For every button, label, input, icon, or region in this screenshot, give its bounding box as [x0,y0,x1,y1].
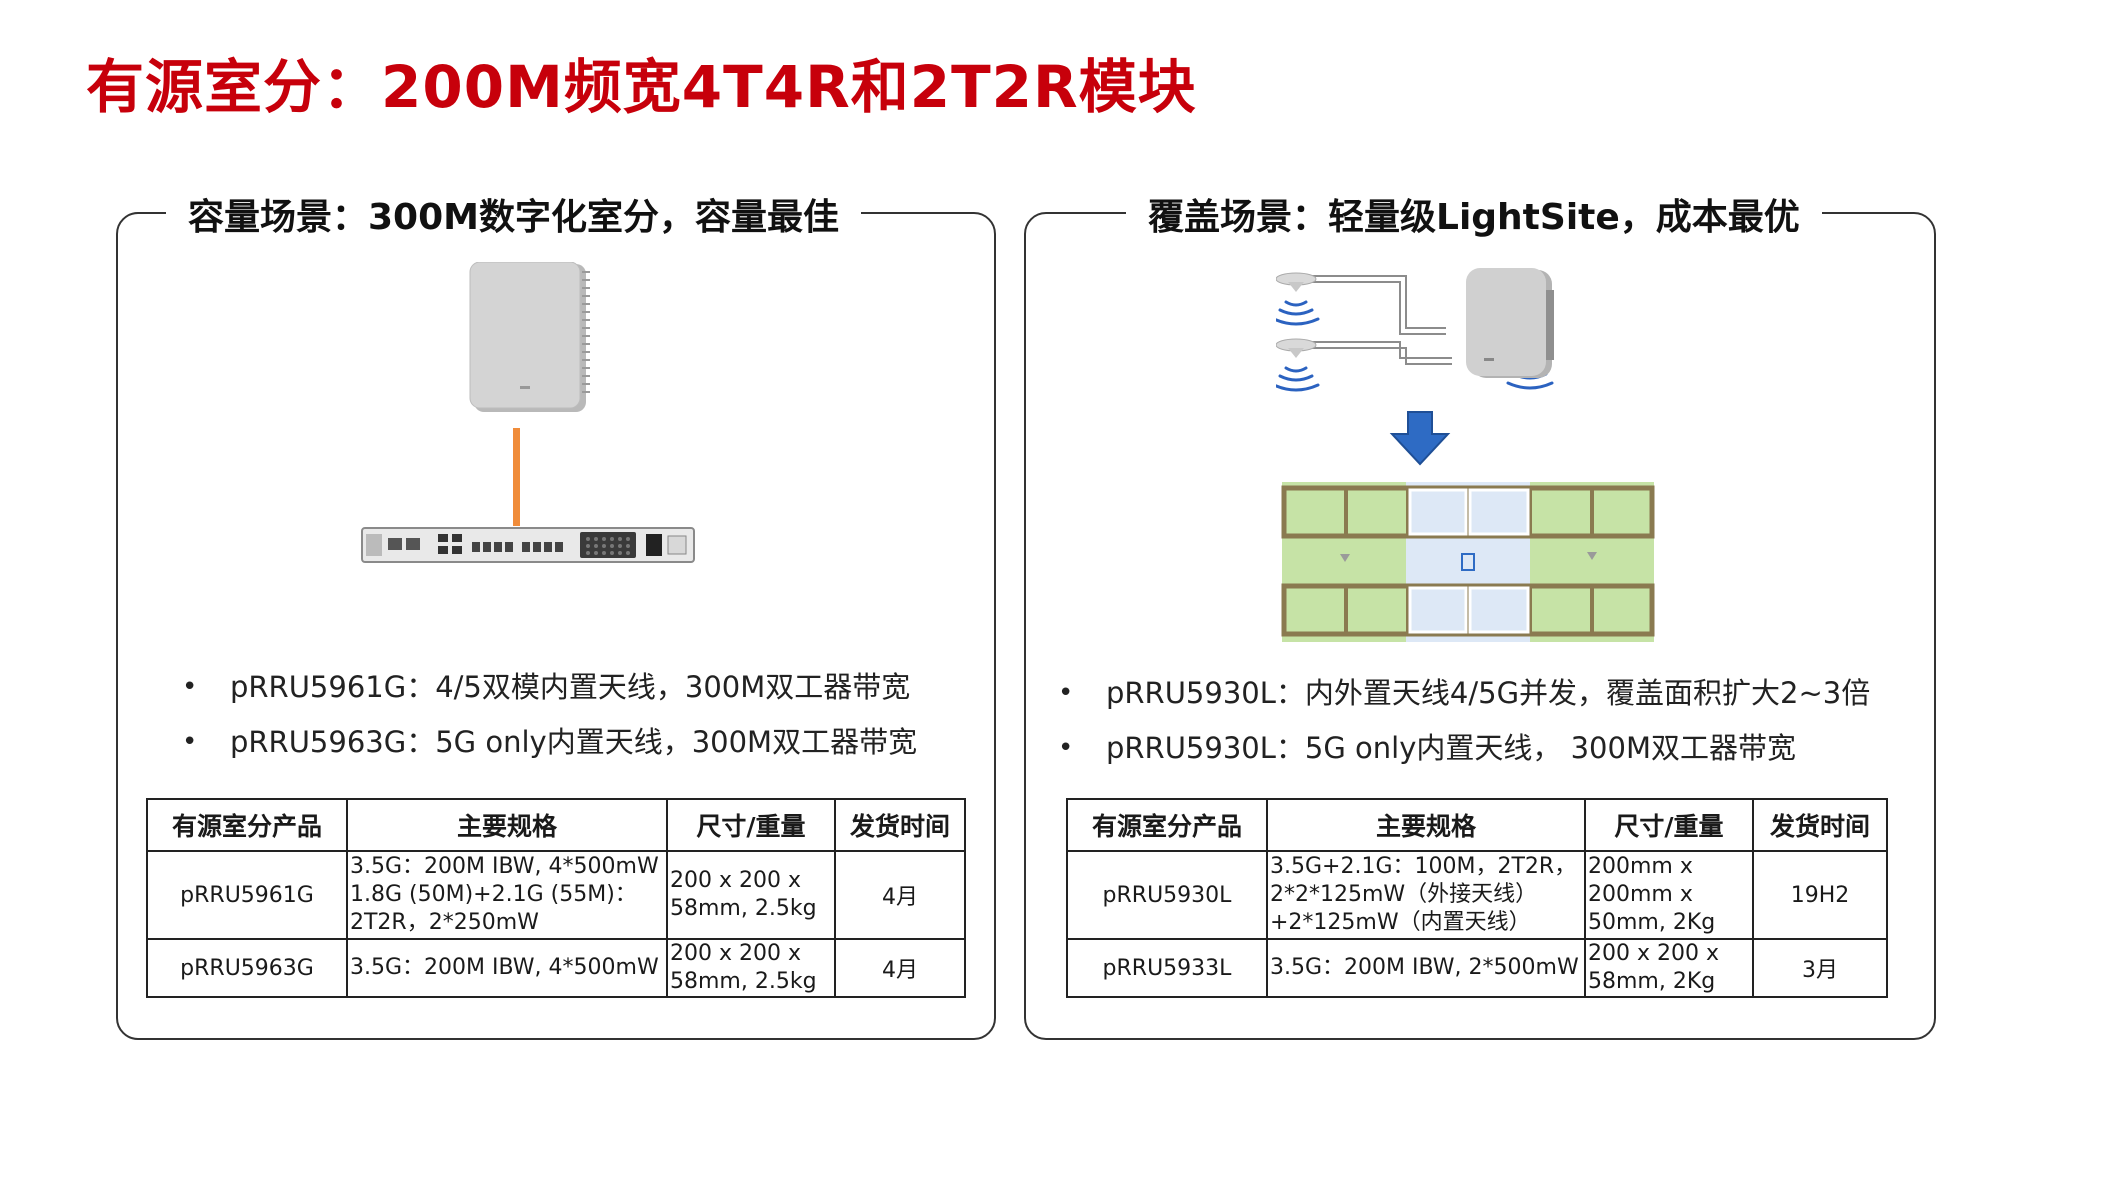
slide-title: 有源室分：200M频宽4T4R和2T2R模块 [86,53,1197,121]
prru-device-icon [469,262,590,412]
antenna-marker-icon [1340,554,1350,562]
table-row: pRRU5963G 3.5G：200M IBW, 4*500mW 200 x 2… [146,938,966,998]
product-cell: pRRU5933L [1066,938,1268,998]
bullet-dot-icon: • [1058,733,1074,763]
ceiling-antenna-icon [1276,338,1317,358]
product-cell: pRRU5930L [1066,850,1268,940]
coverage-scenario-heading: 覆盖场景：轻量级LightSite，成本最优 [1126,188,1822,240]
column-header: 发货时间 [834,798,966,852]
antenna-cables [1296,275,1452,365]
column-header: 尺寸/重量 [666,798,836,852]
down-arrow-icon [1389,411,1451,466]
prru-with-hub-illustration [361,262,695,563]
bullet-dot-icon: • [182,672,198,702]
spec-cell: 3.5G+2.1G：100M，2T2R， 2*2*125mW（外接天线） +2*… [1266,850,1586,940]
bullet-item: • pRRU5961G：4/5双模内置天线，300M双工器带宽 [182,660,917,715]
table-row: pRRU5933L 3.5G：200M IBW, 2*500mW 200 x 2… [1066,938,1888,998]
spec-cell: 3.5G：200M IBW, 4*500mW 1.8G (50M)+2.1G (… [346,850,668,940]
ship-time-cell: 4月 [834,850,966,940]
table-row: pRRU5961G 3.5G：200M IBW, 4*500mW 1.8G (5… [146,850,966,940]
lightsite-marker-icon [1461,553,1475,571]
column-header: 有源室分产品 [1066,798,1268,852]
ship-time-cell: 19H2 [1752,850,1888,940]
bullet-text: pRRU5961G：4/5双模内置天线，300M双工器带宽 [230,670,911,704]
lightsite-coverage-illustration [1276,268,1655,642]
bullet-text: pRRU5930L：5G only内置天线， 300M双工器带宽 [1106,731,1796,765]
size-weight-cell: 200mm x 200mm x 50mm, 2Kg [1584,850,1754,940]
column-header: 尺寸/重量 [1584,798,1754,852]
bullet-item: • pRRU5930L：5G only内置天线， 300M双工器带宽 [1058,721,1870,776]
column-header: 发货时间 [1752,798,1888,852]
coverage-bullet-list: • pRRU5930L：内外置天线4/5G并发，覆盖面积扩大2~3倍 • pRRU5… [1058,666,1870,776]
size-weight-cell: 200 x 200 x 58mm, 2.5kg [666,938,836,998]
table-row: pRRU5930L 3.5G+2.1G：100M，2T2R， 2*2*125mW… [1066,850,1888,940]
bullet-item: • pRRU5930L：内外置天线4/5G并发，覆盖面积扩大2~3倍 [1058,666,1870,721]
coverage-product-table: 有源室分产品 主要规格 尺寸/重量 发货时间 pRRU5930L 3.5G+2.… [1066,798,1888,998]
product-cell: pRRU5963G [146,938,348,998]
antenna-marker-icon [1587,552,1597,560]
product-cell: pRRU5961G [146,850,348,940]
bullet-dot-icon: • [182,727,198,757]
ceiling-antenna-icon [1276,272,1317,292]
size-weight-cell: 200 x 200 x 58mm, 2Kg [1584,938,1754,998]
coverage-scenario-panel: 覆盖场景：轻量级LightSite，成本最优 [1024,188,1936,1040]
ship-time-cell: 3月 [1752,938,1888,998]
column-header: 有源室分产品 [146,798,348,852]
table-header-row: 有源室分产品 主要规格 尺寸/重量 发货时间 [146,798,966,852]
bullet-item: • pRRU5963G：5G only内置天线，300M双工器带宽 [182,715,917,770]
column-header: 主要规格 [1266,798,1586,852]
lightsite-device-icon [1466,268,1554,378]
ship-time-cell: 4月 [834,938,966,998]
spec-cell: 3.5G：200M IBW, 4*500mW [346,938,668,998]
capacity-scenario-panel: 容量场景：300M数字化室分，容量最佳 [116,188,996,1040]
bullet-dot-icon: • [1058,678,1074,708]
capacity-product-table: 有源室分产品 主要规格 尺寸/重量 发货时间 pRRU5961G 3.5G：20… [146,798,966,998]
capacity-scenario-heading: 容量场景：300M数字化室分，容量最佳 [166,188,861,240]
bullet-text: pRRU5963G：5G only内置天线，300M双工器带宽 [230,725,918,759]
bullet-text: pRRU5930L：内外置天线4/5G并发，覆盖面积扩大2~3倍 [1106,676,1871,710]
spec-cell: 3.5G：200M IBW, 2*500mW [1266,938,1586,998]
fiber-cable [513,428,520,526]
floor-plan-diagram [1281,482,1655,642]
capacity-bullet-list: • pRRU5961G：4/5双模内置天线，300M双工器带宽 • pRRU5963… [182,660,917,770]
rhub-device-icon [361,527,695,563]
table-header-row: 有源室分产品 主要规格 尺寸/重量 发货时间 [1066,798,1888,852]
column-header: 主要规格 [346,798,668,852]
size-weight-cell: 200 x 200 x 58mm, 2.5kg [666,850,836,940]
